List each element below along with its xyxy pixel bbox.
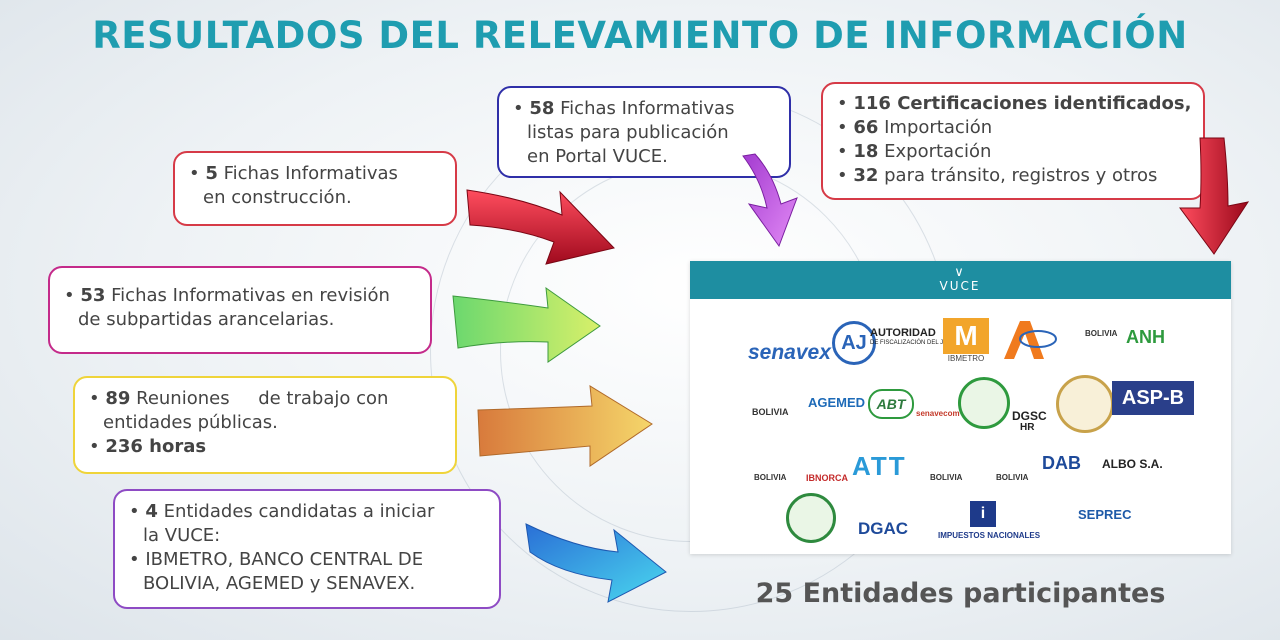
info-box-fichas-construccion: • 5 Fichas Informativas en construcción.	[173, 151, 457, 226]
logo-ibnorca: IBNORCA	[806, 473, 848, 483]
page-title: RESULTADOS DEL RELEVAMIENTO DE INFORMACI…	[92, 14, 1188, 57]
logo-bolivia-5: BOLIVIA	[996, 473, 1029, 482]
logo-dab: DAB	[1042, 453, 1081, 473]
info-box-fichas-revision: • 53 Fichas Informativas en revisión de …	[48, 266, 432, 354]
logo-aj-mark: AJ	[832, 321, 876, 365]
logo-ibmetro-name: IBMETRO	[947, 354, 985, 363]
arrow-orange-icon	[477, 385, 653, 467]
logo-seal-green	[958, 377, 1010, 429]
logo-bolivia-3: BOLIVIA	[754, 473, 787, 482]
logo-ae-icon	[1004, 321, 1057, 359]
logo-anh: ANH	[1126, 327, 1165, 347]
logo-aj-subtitle: DE FISCALIZACIÓN DEL JUEGO	[870, 340, 961, 346]
arrow-green-icon	[452, 286, 601, 363]
arrow-purple-icon	[742, 153, 798, 248]
logo-seal-green-2	[786, 493, 836, 543]
arrow-red-down-icon	[1179, 137, 1250, 255]
logo-impuestos: IMPUESTOS NACIONALES	[938, 531, 1041, 540]
logo-bolivia-2: BOLIVIA	[752, 407, 789, 417]
logo-ibmetro-mark: M	[943, 318, 989, 354]
logo-dgac: DGAC	[858, 519, 909, 538]
panel-header: ∨ VUCE	[690, 261, 1231, 299]
logo-asp-b: ASP-B	[1112, 381, 1194, 415]
logo-senavex: senavex	[748, 341, 831, 364]
arrow-blue-icon	[525, 523, 667, 603]
logo-att: ATT	[852, 451, 907, 481]
logo-senavecom: senavecom	[916, 409, 960, 418]
info-box-fichas-listas: • 58 Fichas Informativas listas para pub…	[497, 86, 791, 178]
logo-albo: ALBO S.A.	[1102, 457, 1163, 471]
entities-count-label: 25 Entidades participantes	[755, 578, 1166, 609]
logo-abt: ABT	[868, 389, 914, 419]
logo-bolivia-4: BOLIVIA	[930, 473, 963, 482]
entities-logo-panel: ∨ VUCE senavex AJ AUTORIDAD DE FISCALIZA…	[690, 261, 1231, 554]
logo-aj-title: AUTORIDAD	[870, 327, 936, 339]
logo-impuestos-mark: i	[970, 501, 996, 527]
info-box-reuniones: • 89 Reuniones de trabajo con entidades …	[73, 376, 457, 474]
vuce-logo: ∨ VUCE	[939, 265, 981, 293]
arrow-red-icon	[466, 189, 615, 265]
logo-dgsc-hr: HR	[1020, 422, 1035, 433]
logo-dgsc: DGSC	[1012, 409, 1047, 423]
info-box-certificaciones: • 116 Certificaciones identificados, • 6…	[821, 82, 1205, 200]
logo-agemed: AGEMED	[808, 395, 866, 410]
info-box-entidades-candidatas: • 4 Entidades candidatas a iniciar la VU…	[113, 489, 501, 609]
logo-bolivia-1: BOLIVIA	[1085, 329, 1118, 338]
logo-seprec: SEPREC	[1078, 507, 1132, 522]
logo-seal-gold	[1056, 375, 1114, 433]
